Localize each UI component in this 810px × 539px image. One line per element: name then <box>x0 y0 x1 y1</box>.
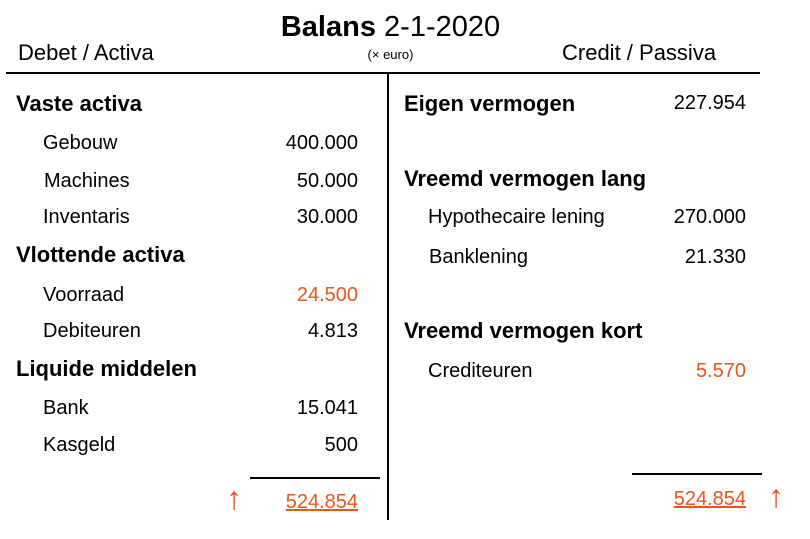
item-amount: 500 <box>324 434 358 456</box>
item-amount-highlighted: 5.570 <box>695 360 746 382</box>
item-amount-highlighted: 24.500 <box>296 284 358 306</box>
page-title: Balans 2-1-2020 <box>0 10 781 44</box>
item-label: Machines <box>44 170 130 192</box>
credit-up-arrow-icon: ↑ <box>768 478 784 514</box>
equity-amount: 227.954 <box>673 92 746 114</box>
item-label: Debiteuren <box>43 320 141 342</box>
heading-eigen-vermogen: Eigen vermogen <box>404 91 576 116</box>
item-label: Bank <box>43 397 89 419</box>
title-date: 2-1-2020 <box>384 11 501 43</box>
item-amount: 270.000 <box>673 206 746 228</box>
debit-total: 524.854 <box>285 491 358 513</box>
debit-header: Debet / Activa <box>18 40 154 65</box>
item-amount: 400.000 <box>285 132 358 154</box>
t-account-vertical-line <box>387 72 389 520</box>
item-amount: 21.330 <box>684 246 746 268</box>
item-label: Banklening <box>429 246 528 268</box>
title-bold: Balans <box>280 11 376 43</box>
item-label: Voorraad <box>43 284 125 306</box>
unit-note: (× euro) <box>367 47 414 62</box>
item-amount: 30.000 <box>296 206 358 228</box>
t-account-horizontal-line <box>6 72 760 74</box>
debit-sum-line <box>250 477 380 479</box>
heading-vlottende-activa: Vlottende activa <box>16 242 185 267</box>
item-amount: 4.813 <box>307 320 358 342</box>
item-label: Inventaris <box>43 206 130 228</box>
item-label: Gebouw <box>43 132 118 154</box>
item-amount: 50.000 <box>296 170 358 192</box>
credit-header: Credit / Passiva <box>562 40 717 65</box>
item-label: Hypothecaire lening <box>428 206 605 228</box>
item-label: Kasgeld <box>43 434 116 456</box>
credit-total: 524.854 <box>673 488 746 510</box>
debit-up-arrow-icon: ↑ <box>226 480 242 516</box>
item-amount: 15.041 <box>296 397 358 419</box>
heading-vreemd-vermogen-lang: Vreemd vermogen lang <box>404 166 647 191</box>
item-label: Crediteuren <box>428 360 533 382</box>
credit-sum-line <box>632 473 762 475</box>
heading-liquide-middelen: Liquide middelen <box>16 356 197 381</box>
heading-vaste-activa: Vaste activa <box>16 91 142 116</box>
heading-vreemd-vermogen-kort: Vreemd vermogen kort <box>404 318 643 343</box>
